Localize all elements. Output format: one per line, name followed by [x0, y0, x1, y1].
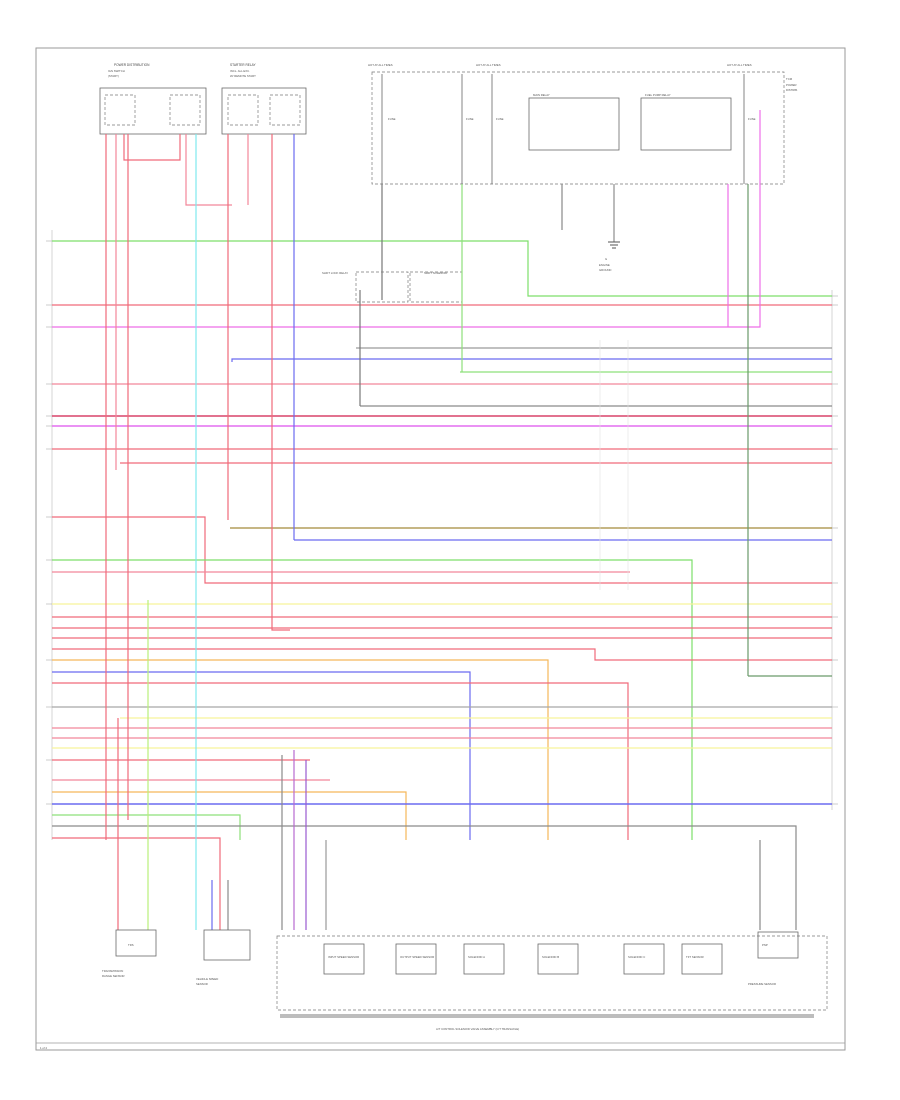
bottom-comp-3-label: SOLENOID A [468, 955, 485, 959]
relay-2-label: FUEL PUMP RELAY [645, 93, 671, 97]
fuse-block: HOT AT ALL TIMES HOT AT ALL TIMES HOT AT… [368, 63, 798, 185]
svg-text:FUSE: FUSE [748, 117, 756, 121]
bottom-comp-2-label: OUTPUT SPEED SENSOR [400, 955, 434, 959]
mid-relay-1-label: SHIFT LOCK RELAY [322, 271, 348, 275]
svg-text:SENSOR: SENSOR [196, 982, 208, 986]
diagram-frame [35, 47, 846, 1051]
svg-text:FUSE: FUSE [496, 117, 504, 121]
svg-text:GROUND: GROUND [599, 268, 611, 272]
relay-1-label: MAIN RELAY [533, 93, 550, 97]
svg-text:TRS: TRS [128, 943, 134, 947]
bottom-components: TRS TRANSMISSION RANGE SENSOR VEHICLE SP… [102, 929, 828, 1031]
solenoid-assembly-bar [280, 1014, 814, 1018]
mid-relay-2-label: SHIFT SOLENOID [424, 271, 447, 275]
svg-text:FUSE: FUSE [388, 117, 396, 121]
svg-text:W/ REMOTE START: W/ REMOTE START [230, 74, 256, 78]
ground-label: G [605, 257, 607, 261]
right-box-label: TCM [786, 77, 793, 81]
bottom-comp-4-label: SOLENOID B [542, 955, 559, 959]
fuse-hot-1-label: HOT AT ALL TIMES [368, 63, 393, 67]
bottom-comp-1-label: INPUT SPEED SENSOR [328, 955, 359, 959]
bottom-comp-5-label: SOLENOID C [628, 955, 645, 959]
svg-text:(START): (START) [108, 74, 119, 78]
ground-symbol: G ENGINE GROUND [599, 184, 620, 272]
top-left-relay-1: POWER DISTRIBUTION IGN SWITCH (START) [99, 63, 207, 135]
svg-text:IGN SWITCH: IGN SWITCH [108, 69, 125, 73]
connector-pins [46, 240, 838, 805]
svg-text:TRANSMISSION: TRANSMISSION [102, 969, 123, 973]
top-left-relay-2-label: STARTER RELAY [230, 63, 257, 67]
bottom-caption: A/T CONTROL SOLENOID VALVE ASSEMBLY (C/T… [436, 1027, 519, 1031]
top-left-relay-1-label: POWER DISTRIBUTION [114, 63, 150, 67]
fuse-hot-2-label: HOT AT ALL TIMES [476, 63, 501, 67]
svg-text:POWER: POWER [786, 83, 797, 87]
bottom-comp-7-label: PRESSURE SENSOR [748, 982, 776, 986]
fuse-hot-3-label: HOT AT ALL TIMES [727, 63, 752, 67]
horizontal-wires [52, 110, 832, 930]
svg-text:ENGINE: ENGINE [599, 263, 610, 267]
vertical-wires [105, 134, 761, 930]
mid-relays: SHIFT LOCK RELAY SHIFT SOLENOID [322, 271, 463, 303]
svg-text:VEHICLE SPEED: VEHICLE SPEED [196, 977, 218, 981]
svg-text:DISTRIB.: DISTRIB. [786, 88, 798, 92]
page-reference: 1 of 2 [40, 1046, 47, 1050]
svg-text:FUSE: FUSE [466, 117, 474, 121]
svg-text:INCL. ALL EXC.: INCL. ALL EXC. [230, 69, 250, 73]
svg-text:RANGE SENSOR: RANGE SENSOR [102, 974, 125, 978]
top-left-relay-2: STARTER RELAY INCL. ALL EXC. W/ REMOTE S… [221, 63, 307, 135]
svg-text:PNP: PNP [762, 943, 768, 947]
bottom-comp-6-label: TFT SENSOR [686, 955, 704, 959]
